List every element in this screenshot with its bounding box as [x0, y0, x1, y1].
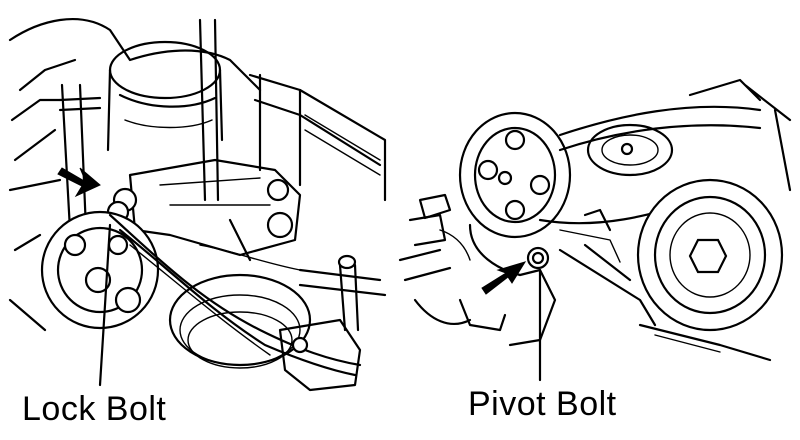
right-engine-illustration: [398, 78, 792, 382]
pivot-bolt-label: Pivot Bolt: [468, 385, 617, 423]
lock-bolt-label: Lock Bolt: [22, 390, 167, 428]
left-engine-illustration: [8, 18, 387, 392]
